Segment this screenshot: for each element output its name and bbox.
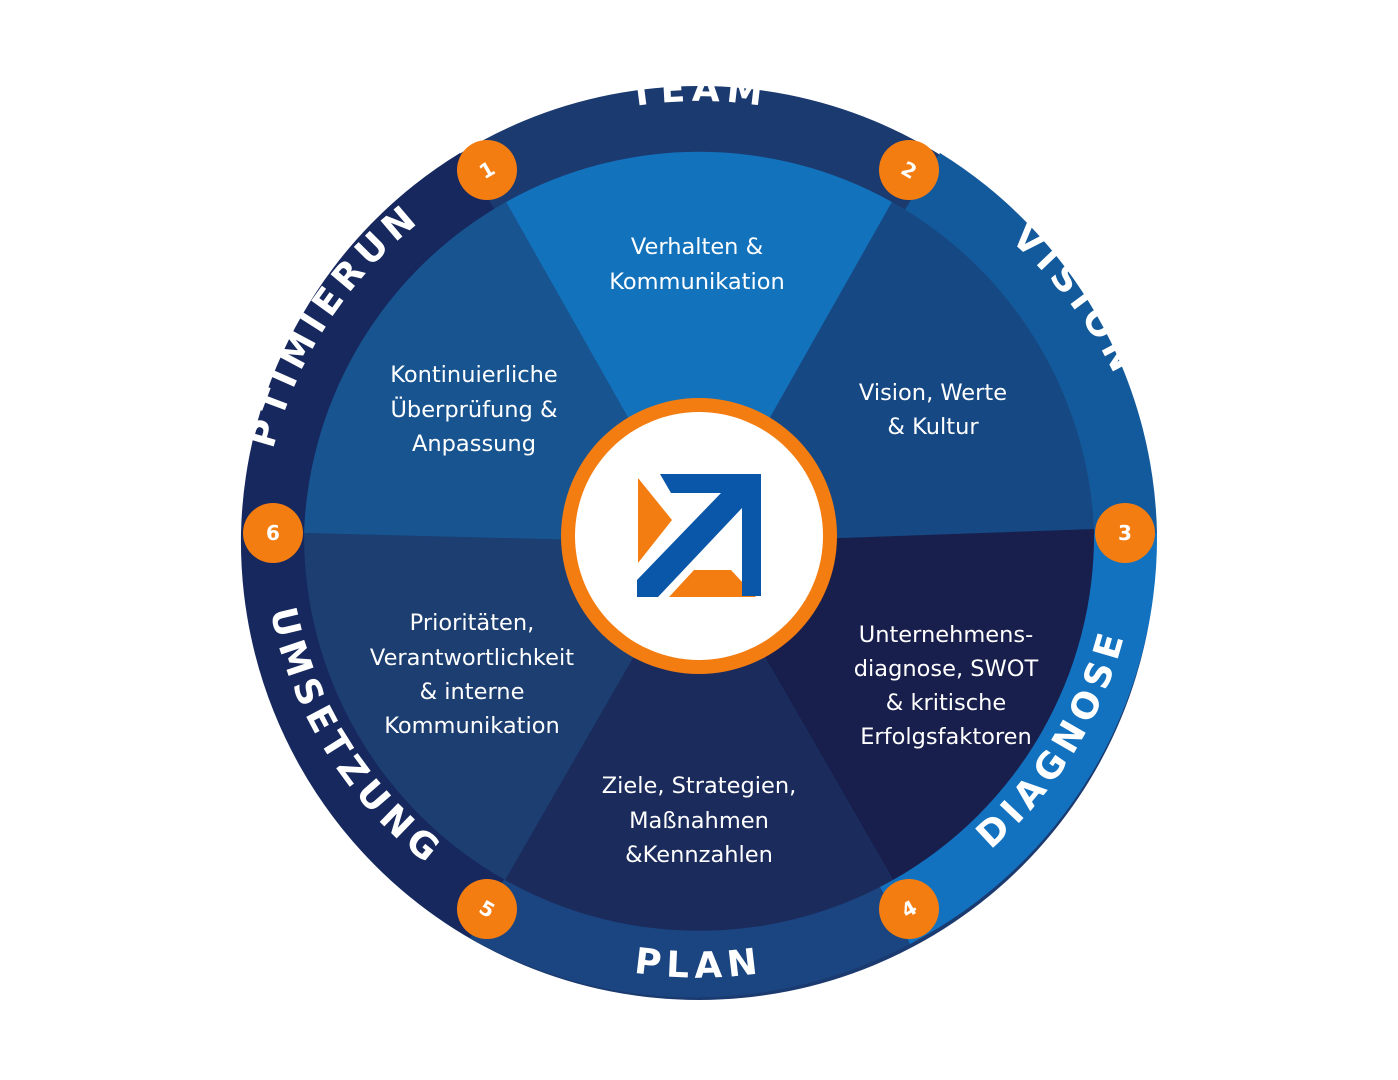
segment-text-optimierung: Kontinuierliche Überprüfung & Anpassung: [390, 362, 558, 457]
logo-orange-left: [638, 478, 672, 563]
segment-text-line: Kommunikation: [384, 713, 560, 739]
badge-number: 6: [266, 521, 280, 545]
segment-text-line: &Kennzahlen: [625, 842, 773, 868]
segment-text-line: Kommunikation: [609, 269, 785, 295]
logo-blue-arrow: [637, 474, 761, 597]
segment-text-line: diagnose, SWOT: [854, 656, 1039, 682]
badge-circle: [243, 503, 303, 563]
segment-text-line: & kritische: [886, 690, 1007, 716]
badge-6: 6: [243, 503, 303, 563]
segment-text-line: & interne: [420, 679, 525, 705]
segment-plan: [505, 543, 893, 931]
segment-text-line: Überprüfung &: [390, 395, 557, 423]
badge-circle: [457, 140, 517, 200]
segment-text-line: Erfolgsfaktoren: [860, 724, 1032, 750]
segment-text-line: Maßnahmen: [629, 808, 769, 834]
segment-team: [506, 151, 892, 544]
badge-2: 2: [879, 140, 939, 200]
ring-label-team: TEAM: [627, 69, 771, 115]
badge-5: 5: [457, 879, 517, 939]
ring-label-plan: PLAN: [632, 941, 765, 987]
segment-text-line: Verhalten &: [631, 234, 763, 260]
segment-text-plan: Ziele, Strategien, Maßnahmen &Kennzahlen: [602, 773, 797, 868]
badge-4: 4: [879, 879, 939, 939]
logo-orange-bottom: [669, 570, 756, 597]
badge-circle: [1095, 503, 1155, 563]
segment-text-line: Prioritäten,: [410, 610, 535, 636]
segment-text-line: Verantwortlichkeit: [370, 645, 574, 671]
segment-text-team: Verhalten & Kommunikation: [609, 234, 785, 295]
badge-circle: [879, 879, 939, 939]
segment-text-line: Anpassung: [412, 431, 536, 457]
segment-text-line: Kontinuierliche: [390, 362, 558, 388]
segment-text-line: Unternehmens-: [859, 622, 1033, 648]
badge-circle: [879, 140, 939, 200]
badge-circle: [457, 879, 517, 939]
badge-1: 1: [457, 140, 517, 200]
segment-text-diagnose: Unternehmens- diagnose, SWOT & kritische…: [854, 622, 1039, 750]
segment-text-line: Ziele, Strategien,: [602, 773, 797, 799]
segment-text-line: & Kultur: [887, 414, 979, 440]
badge-3: 3: [1095, 503, 1155, 563]
segment-text-vision: Vision, Werte & Kultur: [859, 380, 1007, 440]
segment-text-line: Vision, Werte: [859, 380, 1007, 406]
badge-number: 3: [1118, 521, 1132, 545]
arrow-logo-icon: [637, 474, 761, 597]
segment-text-umsetzung: Prioritäten, Verantwortlichkeit & intern…: [370, 610, 574, 739]
center-logo: [561, 398, 837, 674]
